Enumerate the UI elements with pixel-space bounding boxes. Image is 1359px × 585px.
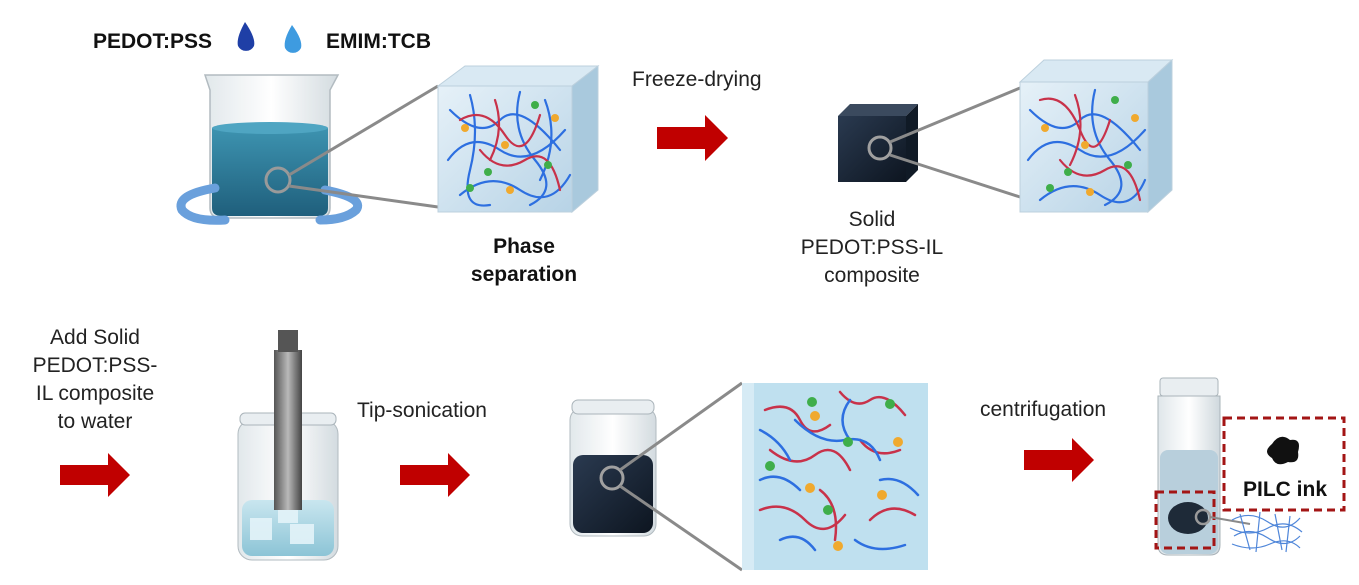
phase-label-line2: separation <box>470 263 578 286</box>
solid-composite-cube <box>838 104 918 182</box>
pilc-ink-label: PILC ink <box>1243 478 1328 501</box>
add-arrow-icon <box>60 453 130 497</box>
phase-label-line1: Phase <box>493 235 555 258</box>
solid-label-line3: composite <box>824 264 920 287</box>
solid-composite-label: Solid PEDOT:PSS-IL composite <box>797 206 947 290</box>
beaker <box>176 74 362 225</box>
pilc-ink-blob-icon <box>1267 436 1299 465</box>
phase-separation-label: Phase separation <box>444 233 604 289</box>
freeze-drying-label: Freeze-drying <box>632 68 762 91</box>
tip-sonication-label: Tip-sonication <box>357 399 487 422</box>
solid-label-line2: PEDOT:PSS-IL <box>800 236 944 259</box>
pedot-pss-label: PEDOT:PSS <box>93 30 213 53</box>
composite-zoom-cube <box>1018 58 1174 214</box>
pilc-ink-box <box>1222 416 1346 512</box>
freeze-drying-arrow-icon <box>657 115 728 161</box>
centrifugation-label: centrifugation <box>980 398 1107 421</box>
sonication-jar <box>237 330 339 561</box>
add-label-line1: Add Solid <box>50 326 140 349</box>
ink-jar <box>569 399 657 537</box>
centrifugation-arrow-icon <box>1024 438 1094 482</box>
sonication-arrow-icon <box>400 453 470 497</box>
phase-separation-cube <box>436 64 600 214</box>
add-label-line2: PEDOT:PSS- <box>32 354 158 377</box>
emim-tcb-label: EMIM:TCB <box>326 30 431 53</box>
pedot-droplet-icon <box>237 22 255 51</box>
add-label-line3: IL composite <box>35 382 155 405</box>
dispersion-zoom-box <box>742 383 928 570</box>
stir-arrow-left-icon <box>176 183 230 225</box>
sediment-highlight-box <box>1154 490 1216 550</box>
solid-label-line1: Solid <box>848 208 896 231</box>
centrifuge-vial <box>1157 377 1221 556</box>
add-label-line4: to water <box>57 410 133 433</box>
add-solid-label: Add Solid PEDOT:PSS- IL composite to wat… <box>10 324 180 436</box>
emim-droplet-icon <box>284 25 302 53</box>
sediment-mesh-icon <box>1229 511 1303 553</box>
